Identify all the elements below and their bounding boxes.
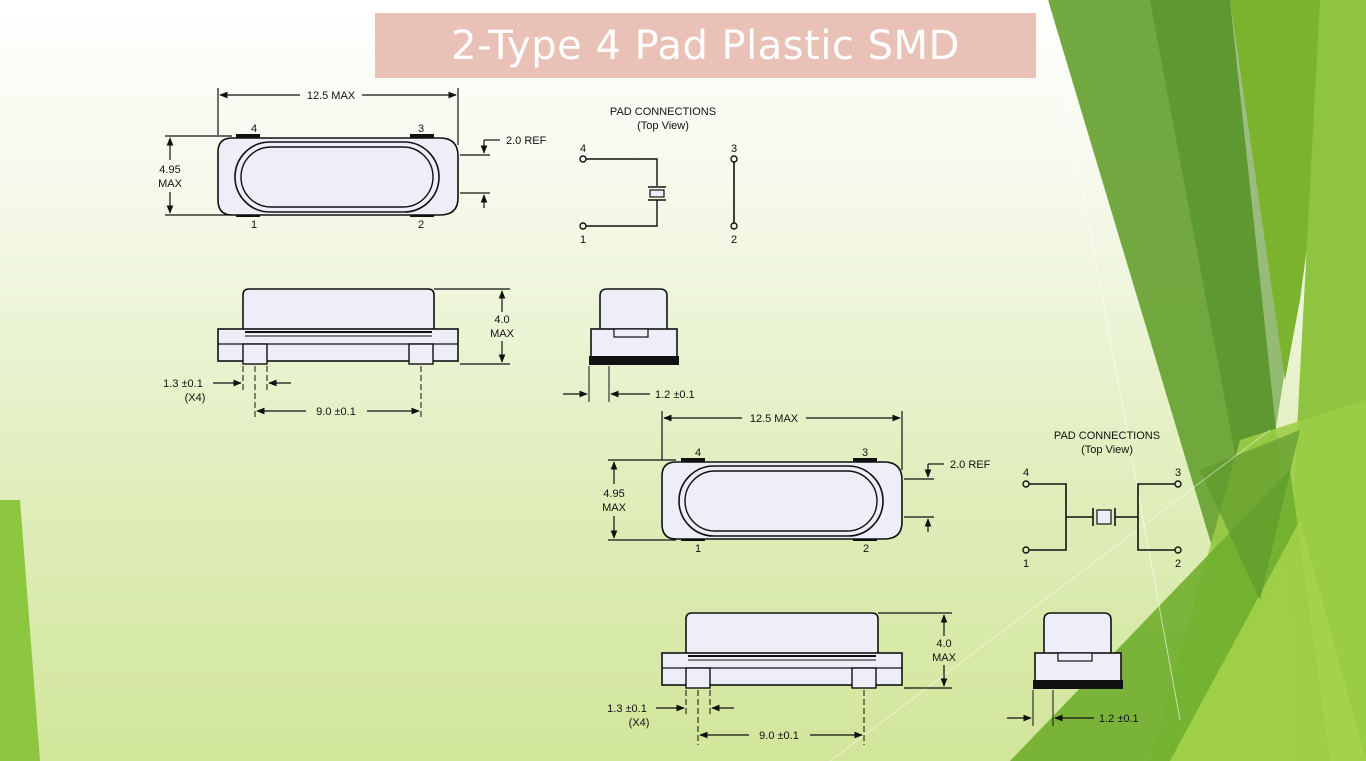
pc-pin-1-label: 1 xyxy=(580,234,586,246)
pad-spacing-label: 9.0 ±0.1 xyxy=(759,730,799,742)
width-dim-label: 12.5 MAX xyxy=(307,90,356,102)
pc-pin-3-label: 3 xyxy=(731,143,737,155)
ref-dim-label: 2.0 REF xyxy=(950,459,991,471)
height-dim-max: MAX xyxy=(158,178,183,190)
pad-connections-title: PAD CONNECTIONS xyxy=(1054,430,1160,442)
pc-pin-1-label: 1 xyxy=(1023,558,1029,570)
title-banner: 2-Type 4 Pad Plastic SMD xyxy=(375,13,1036,78)
pin-4-label: 4 xyxy=(695,447,701,459)
ref-dim-label: 2.0 REF xyxy=(506,135,547,147)
pin-3-label: 3 xyxy=(418,123,424,135)
side-height-max: MAX xyxy=(490,328,515,340)
pin-2-label: 2 xyxy=(863,543,869,555)
end-pad-dim: 1.2 ±0.1 xyxy=(655,389,695,401)
side-view-2: 4.0 MAX 1.3 ±0.1 (X4) 9.0 ±0.1 xyxy=(607,612,957,745)
height-dim-value: 4.95 xyxy=(603,488,624,500)
side-height-value: 4.0 xyxy=(936,638,951,650)
pc-pin-3-label: 3 xyxy=(1175,467,1181,479)
pad-connections-subtitle: (Top View) xyxy=(1081,444,1133,456)
pin-3-label: 3 xyxy=(862,447,868,459)
pc-pin-4-label: 4 xyxy=(1023,467,1029,479)
pc-pin-2-label: 2 xyxy=(731,234,737,246)
pad-connections-2: PAD CONNECTIONS (Top View) 4 3 1 2 xyxy=(1022,430,1182,570)
page-title: 2-Type 4 Pad Plastic SMD xyxy=(451,22,960,69)
pin-4-label: 4 xyxy=(251,123,257,135)
height-dim-max: MAX xyxy=(602,502,627,514)
top-view-1: 12.5 MAX 4.95 MAX 4 3 1 2 2.0 REF xyxy=(158,88,547,231)
end-view-2: 1.2 ±0.1 xyxy=(1007,612,1139,726)
end-pad-dim: 1.2 ±0.1 xyxy=(1099,713,1139,725)
pad-connections-title: PAD CONNECTIONS xyxy=(610,106,716,118)
side-height-value: 4.0 xyxy=(494,314,509,326)
pin-1-label: 1 xyxy=(695,543,701,555)
pc-pin-4-label: 4 xyxy=(580,143,586,155)
pad-spacing-label: 9.0 ±0.1 xyxy=(316,406,356,418)
width-dim-label: 12.5 MAX xyxy=(750,413,799,425)
pad-count-label: (X4) xyxy=(185,392,206,404)
pad-width-label: 1.3 ±0.1 xyxy=(607,703,647,715)
pad-connections-1: PAD CONNECTIONS (Top View) 4 3 1 2 xyxy=(579,106,738,246)
end-view-1: 1.2 ±0.1 xyxy=(563,288,695,402)
pad-connections-subtitle: (Top View) xyxy=(637,120,689,132)
side-height-max: MAX xyxy=(932,652,957,664)
top-view-2: 12.5 MAX 4.95 MAX 4 3 1 2 2.0 REF xyxy=(602,411,991,555)
pc-pin-2-label: 2 xyxy=(1175,558,1181,570)
pin-1-label: 1 xyxy=(251,219,257,231)
pad-count-label: (X4) xyxy=(629,717,650,729)
height-dim-value: 4.95 xyxy=(159,164,180,176)
side-view-1: 4.0 MAX 1.3 ±0.1 (X4) 9.0 ±0.1 xyxy=(163,288,515,420)
pad-width-label: 1.3 ±0.1 xyxy=(163,378,203,390)
pin-2-label: 2 xyxy=(418,219,424,231)
